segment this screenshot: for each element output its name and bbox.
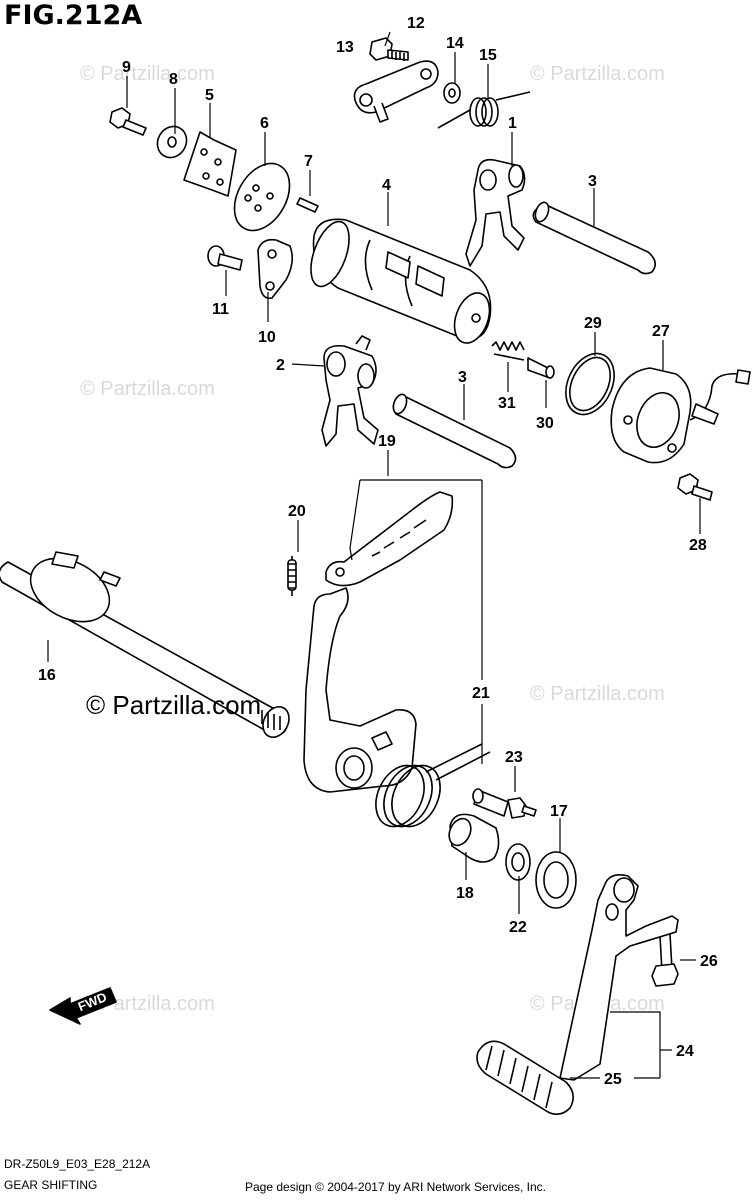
callout-9[interactable]: 9 xyxy=(122,59,131,76)
part-1-shift-fork[interactable] xyxy=(465,158,526,267)
watermark: © Partzilla.com xyxy=(80,63,215,85)
callout-16[interactable]: 16 xyxy=(38,667,56,684)
part-12-shift-arm[interactable] xyxy=(353,60,439,123)
callout-31[interactable]: 31 xyxy=(498,395,516,412)
diagram-code: DR-Z50L9_E03_E28_212A xyxy=(4,1157,151,1171)
callout-28[interactable]: 28 xyxy=(689,537,707,554)
callout-20[interactable]: 20 xyxy=(288,503,306,520)
part-31-spring[interactable] xyxy=(491,341,525,361)
part-15-spring[interactable] xyxy=(437,91,531,129)
part-2-shift-fork[interactable] xyxy=(321,335,379,447)
callout-7[interactable]: 7 xyxy=(304,153,313,170)
part-25-gearshift-pedal[interactable] xyxy=(476,874,679,1116)
part-10-stopper[interactable] xyxy=(257,238,294,300)
part-6-disc[interactable] xyxy=(223,154,301,240)
callout-1[interactable]: 1 xyxy=(508,115,517,132)
part-21-spring[interactable] xyxy=(367,743,491,834)
copyright-notice: Page design © 2004-2017 by ARI Network S… xyxy=(245,1180,547,1194)
figure-title: FIG.212A xyxy=(4,0,143,31)
callout-27[interactable]: 27 xyxy=(652,323,670,340)
callout-22[interactable]: 22 xyxy=(509,919,527,936)
callout-10[interactable]: 10 xyxy=(258,329,276,346)
part-20-spring[interactable] xyxy=(287,556,297,596)
part-22-washer[interactable] xyxy=(505,843,531,881)
callout-19[interactable]: 19 xyxy=(378,433,396,450)
part-11-screw[interactable] xyxy=(207,245,243,271)
part-16-gearshift-shaft[interactable] xyxy=(0,546,294,742)
part-28-bolt[interactable] xyxy=(677,473,713,501)
part-19-shift-arm[interactable] xyxy=(303,587,417,793)
callout-15[interactable]: 15 xyxy=(479,47,497,64)
callout-11[interactable]: 11 xyxy=(212,301,229,318)
leader-lines xyxy=(47,31,701,1079)
part-23-stud-bolt[interactable] xyxy=(472,788,537,819)
watermark-main: © Partzilla.com xyxy=(86,690,262,720)
callout-4[interactable]: 4 xyxy=(382,177,391,194)
callout-2[interactable]: 2 xyxy=(276,357,285,374)
callout-17[interactable]: 17 xyxy=(550,803,568,820)
part-4-cam-drum[interactable] xyxy=(303,217,496,348)
watermark: © Partzilla.com xyxy=(530,683,665,705)
part-18-collar[interactable] xyxy=(445,813,500,863)
watermark: © Partzilla.com xyxy=(80,378,215,400)
callout-8[interactable]: 8 xyxy=(169,71,178,88)
part-5-plate[interactable] xyxy=(183,131,237,197)
part-13-bolt[interactable] xyxy=(369,37,409,61)
part-26-bolt[interactable] xyxy=(651,933,679,987)
watermark-group: © Partzilla.com © Partzilla.com © Partzi… xyxy=(80,63,665,1015)
callout-30[interactable]: 30 xyxy=(536,415,554,432)
callout-24[interactable]: 24 xyxy=(676,1043,694,1060)
watermark: © Partzilla.com xyxy=(530,63,665,85)
callout-5[interactable]: 5 xyxy=(205,87,214,104)
callout-14[interactable]: 14 xyxy=(446,35,464,52)
callout-13[interactable]: 13 xyxy=(336,39,354,56)
part-9-bolt[interactable] xyxy=(109,107,147,136)
part-17-oil-seal[interactable] xyxy=(535,851,577,909)
callout-18[interactable]: 18 xyxy=(456,885,474,902)
callout-6[interactable]: 6 xyxy=(260,115,269,132)
callout-21[interactable]: 21 xyxy=(472,685,490,702)
part-3-rod-lower[interactable] xyxy=(391,393,517,469)
callout-26[interactable]: 26 xyxy=(700,953,718,970)
part-8-washer[interactable] xyxy=(152,121,192,163)
part-30-pin[interactable] xyxy=(527,357,555,379)
callout-3-lower[interactable]: 3 xyxy=(458,369,467,386)
part-29-o-ring[interactable] xyxy=(557,346,624,423)
callout-23[interactable]: 23 xyxy=(505,749,523,766)
callout-25[interactable]: 25 xyxy=(604,1071,622,1088)
callout-12[interactable]: 12 xyxy=(407,15,425,32)
part-27-switch[interactable] xyxy=(610,367,751,464)
callouts: 12 13 14 15 9 8 5 6 7 4 1 3 11 10 2 3 29… xyxy=(38,15,718,1088)
callout-29[interactable]: 29 xyxy=(584,315,602,332)
diagram-name: GEAR SHIFTING xyxy=(4,1178,98,1192)
callout-3-upper[interactable]: 3 xyxy=(588,173,597,190)
part-3-rod-upper[interactable] xyxy=(532,201,656,275)
part-7-pin[interactable] xyxy=(296,197,319,213)
part-19-pawl-plate[interactable] xyxy=(325,491,454,587)
fwd-arrow xyxy=(49,987,117,1025)
part-14-washer[interactable] xyxy=(443,82,461,104)
